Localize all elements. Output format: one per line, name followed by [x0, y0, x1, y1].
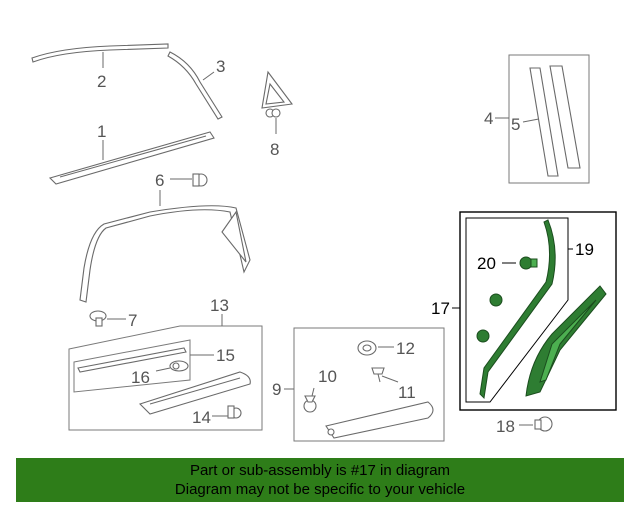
part-2-roof-molding[interactable]: [31, 43, 169, 63]
part-18-clip[interactable]: [534, 416, 553, 432]
part-6-clip[interactable]: [192, 173, 208, 187]
callout-19[interactable]: 19: [575, 240, 594, 259]
door-frame-weatherstrip[interactable]: [79, 205, 251, 303]
callout-20[interactable]: 20: [477, 254, 496, 273]
callout-7[interactable]: 7: [128, 311, 137, 330]
part-17-assembly-clips[interactable]: [476, 293, 503, 343]
diagram-canvas: 2 3 1 8 6 7 13 15: [31, 43, 617, 442]
group-9-box: [293, 327, 445, 442]
callout-17[interactable]: 17: [431, 299, 450, 318]
group-13-box: [68, 325, 263, 431]
part-5-pillar-garnish[interactable]: [529, 65, 581, 177]
group-15-box: [73, 339, 191, 393]
callout-16[interactable]: 16: [131, 368, 150, 387]
callout-13[interactable]: 13: [210, 296, 229, 315]
group-17-box: [459, 211, 617, 411]
callout-3[interactable]: 3: [216, 57, 225, 76]
callout-18[interactable]: 18: [496, 417, 515, 436]
callout-14[interactable]: 14: [192, 408, 211, 427]
part-17-pillar-seal[interactable]: [525, 285, 607, 397]
part-1-belt-molding[interactable]: [48, 131, 215, 185]
notice-banner: Part or sub-assembly is #17 in diagram D…: [16, 458, 624, 502]
leader-16: [155, 367, 171, 372]
callout-9[interactable]: 9: [272, 380, 281, 399]
callout-5[interactable]: 5: [511, 115, 520, 134]
leader-3: [202, 71, 215, 81]
callout-10[interactable]: 10: [318, 367, 337, 386]
part-7-push-clip[interactable]: [89, 310, 107, 327]
callout-12[interactable]: 12: [396, 339, 415, 358]
part-9-garnish[interactable]: [325, 401, 434, 439]
group-4-box: [508, 54, 590, 184]
callout-8[interactable]: 8: [270, 140, 279, 159]
part-16-clip[interactable]: [169, 360, 189, 372]
part-8-mirror-mount[interactable]: [261, 70, 294, 118]
callout-6[interactable]: 6: [155, 171, 164, 190]
leader-10: [311, 387, 315, 397]
part-12-grommet[interactable]: [357, 340, 377, 356]
part-3-pillar-molding[interactable]: [167, 51, 223, 120]
callout-15[interactable]: 15: [216, 346, 235, 365]
notice-line-1: Part or sub-assembly is #17 in diagram: [189, 462, 451, 479]
part-13-garnish[interactable]: [138, 371, 251, 415]
leader-11: [381, 375, 399, 383]
notice-line-2: Diagram may not be specific to your vehi…: [174, 481, 466, 498]
part-11-clip[interactable]: [371, 367, 385, 383]
group-19-box: [465, 217, 569, 403]
callout-4[interactable]: 4: [484, 109, 493, 128]
callout-2[interactable]: 2: [97, 72, 106, 91]
part-15-trim-strip[interactable]: [77, 347, 187, 373]
part-10-clip[interactable]: [303, 395, 317, 413]
callout-1[interactable]: 1: [97, 122, 106, 141]
callout-11[interactable]: 11: [398, 383, 416, 402]
part-20-clip[interactable]: [519, 256, 538, 270]
part-14-clip[interactable]: [227, 405, 242, 419]
part-19-weatherstrip[interactable]: [479, 219, 556, 400]
